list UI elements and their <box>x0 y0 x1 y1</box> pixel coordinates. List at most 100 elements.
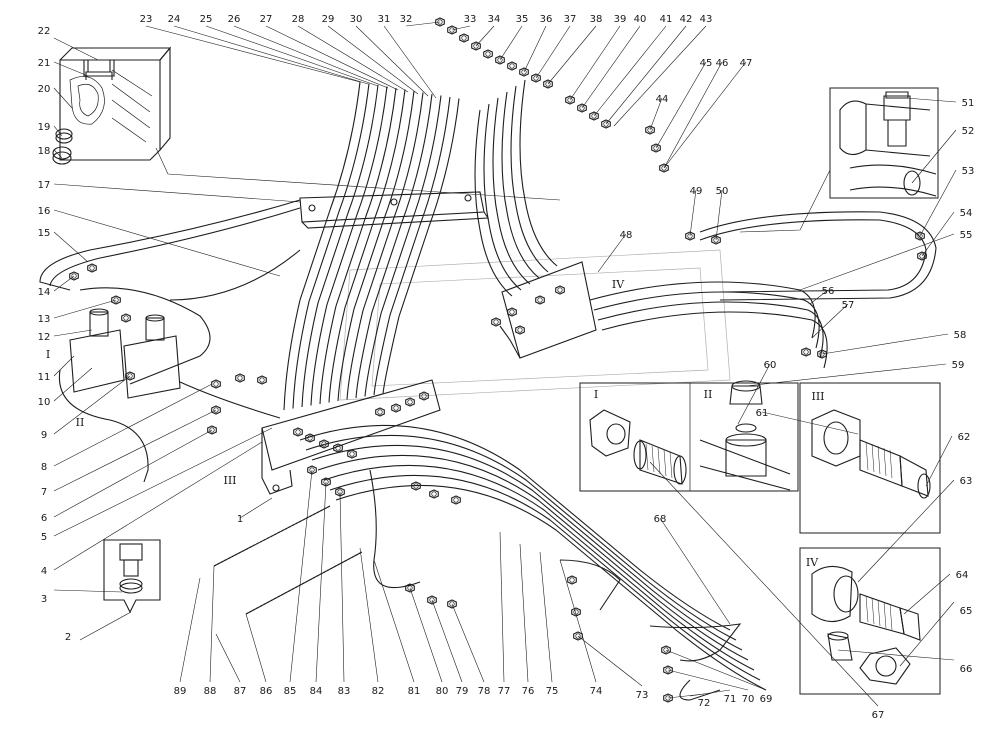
leader-line <box>53 149 63 159</box>
fitting-nut-icon <box>459 33 469 43</box>
fitting-nut-icon <box>573 631 583 641</box>
pipe-valve-link <box>179 381 281 419</box>
leader-line <box>737 363 771 425</box>
leader-line <box>53 231 89 263</box>
leader-line <box>145 25 361 83</box>
pipe-bundles <box>39 79 937 701</box>
pipe-lower-bundle <box>323 464 755 671</box>
fitting-bore-icon <box>453 497 459 503</box>
detail-view-label: IV <box>806 556 819 569</box>
detail-III-content <box>811 409 931 499</box>
fitting-nut-icon <box>507 307 517 317</box>
fittings <box>69 17 927 703</box>
fitting-nut-icon <box>69 271 79 281</box>
fitting-nut-icon <box>333 443 343 453</box>
fitting-nut-icon <box>589 111 599 121</box>
pipe-lower-bundle <box>311 444 743 651</box>
fitting-bore-icon <box>591 113 597 119</box>
callout-label: 28 <box>292 14 305 25</box>
leader-line <box>593 25 667 117</box>
callout-label: 77 <box>498 686 511 697</box>
watermark-logo <box>339 249 731 401</box>
callout-label: 11 <box>38 372 51 383</box>
fitting-nut-icon <box>577 103 587 113</box>
callout-label: 27 <box>260 14 273 25</box>
fitting-bore-icon <box>545 81 551 87</box>
leader-line <box>297 25 409 93</box>
leader-line <box>245 613 267 683</box>
detail-I-content <box>589 409 687 485</box>
leader-line <box>663 61 747 169</box>
pipe-lower-bundle <box>299 424 731 631</box>
leader-line <box>659 517 731 625</box>
detail-view-label: II <box>704 388 713 401</box>
fitting-bore-icon <box>485 51 491 57</box>
leader-line <box>409 587 443 683</box>
leader-line <box>53 367 93 402</box>
fitting-bore-icon <box>127 373 133 379</box>
leader-line <box>53 329 93 337</box>
callout-label: 80 <box>436 686 449 697</box>
fitting-nut-icon <box>419 391 429 401</box>
leader-line <box>339 491 345 683</box>
fitting-nut-icon <box>447 25 457 35</box>
detail-view-label: I <box>46 348 50 361</box>
callout-label: 87 <box>234 686 247 697</box>
detail-IV-content <box>811 565 921 685</box>
detail-view-label: II <box>76 416 85 429</box>
callout-label: 57 <box>842 300 855 311</box>
pipe-lower-bundle <box>317 454 749 661</box>
leader-line <box>523 25 547 73</box>
callout-label: 20 <box>38 84 51 95</box>
detail-view-label: III <box>811 390 824 403</box>
fitting-nut-icon <box>319 439 329 449</box>
callout-label: 75 <box>546 686 559 697</box>
callout-label: 12 <box>38 332 51 343</box>
fitting-bore-icon <box>603 121 609 127</box>
callout-label: 83 <box>338 686 351 697</box>
callout-label: 7 <box>41 487 47 498</box>
fitting-nut-icon <box>543 79 553 89</box>
callout-label: 33 <box>464 14 477 25</box>
fitting-nut-icon <box>375 407 385 417</box>
leader-line <box>655 61 707 149</box>
leader-line <box>903 573 951 615</box>
callout-label: 31 <box>378 14 391 25</box>
fitting-bore-icon <box>431 491 437 497</box>
leader-line <box>405 21 441 27</box>
fitting-bore-icon <box>123 315 129 321</box>
callout-label: 45 <box>700 58 713 69</box>
callout-label: 81 <box>408 686 421 697</box>
callout-label: 14 <box>38 287 51 298</box>
callout-label: 56 <box>822 286 835 297</box>
callout-label: 22 <box>38 26 51 37</box>
fitting-bore-icon <box>537 297 543 303</box>
pipe-bottom-u <box>559 559 621 611</box>
fitting-bore-icon <box>213 381 219 387</box>
pipe-right-bundle <box>519 79 558 267</box>
fitting-nut-icon <box>601 119 611 129</box>
pipe-valve-right <box>593 291 820 349</box>
leader-line <box>665 649 767 691</box>
callout-label: 43 <box>700 14 713 25</box>
fitting-nut-icon <box>429 489 439 499</box>
leader-line <box>431 599 463 683</box>
fitting-nut-icon <box>491 317 501 327</box>
leader-line <box>53 37 99 61</box>
pipe-upper-bundle <box>310 86 388 406</box>
leader-line <box>649 461 879 707</box>
pipe-loop-right <box>699 211 937 301</box>
fitting-bore-icon <box>819 351 825 357</box>
fitting-nut-icon <box>347 449 357 459</box>
callout-label: 17 <box>38 180 51 191</box>
callout-label: 65 <box>960 606 973 617</box>
pipe-upper-bundle <box>301 84 379 408</box>
fitting-nut-icon <box>405 583 415 593</box>
callout-label: 19 <box>38 122 51 133</box>
leader-line <box>809 289 829 305</box>
leader-line <box>613 25 707 127</box>
fitting-nut-icon <box>427 595 437 605</box>
fitting-nut-icon <box>711 235 721 245</box>
leader-line <box>569 25 621 101</box>
fitting-nut-icon <box>917 251 927 261</box>
